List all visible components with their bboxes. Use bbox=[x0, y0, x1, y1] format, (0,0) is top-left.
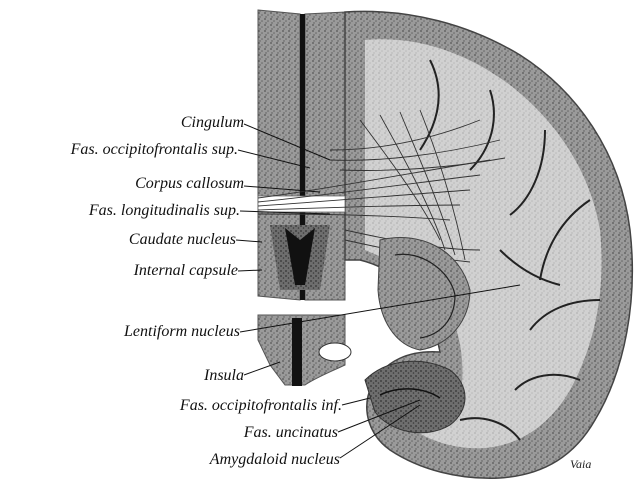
label-internal-capsule: Internal capsule bbox=[134, 262, 238, 280]
label-insula: Insula bbox=[204, 367, 244, 385]
label-corpus-callosum: Corpus callosum bbox=[135, 175, 244, 193]
label-lentiform-nucleus: Lentiform nucleus bbox=[124, 323, 240, 341]
medial-cortex-lower bbox=[258, 315, 351, 386]
label-cingulum: Cingulum bbox=[181, 114, 244, 132]
signature-mark: Vaia bbox=[570, 457, 591, 471]
label-caudate-nucleus: Caudate nucleus bbox=[129, 231, 236, 249]
label-amygdaloid-nucleus: Amygdaloid nucleus bbox=[210, 451, 340, 469]
label-fas-uncinatus: Fas. uncinatus bbox=[244, 424, 338, 442]
label-fas-occipitofrontalis-inf: Fas. occipitofrontalis inf. bbox=[180, 397, 342, 415]
label-fas-occipitofrontalis-sup: Fas. occipitofrontalis sup. bbox=[71, 141, 238, 159]
label-fas-longitudinalis-sup: Fas. longitudinalis sup. bbox=[89, 202, 240, 220]
